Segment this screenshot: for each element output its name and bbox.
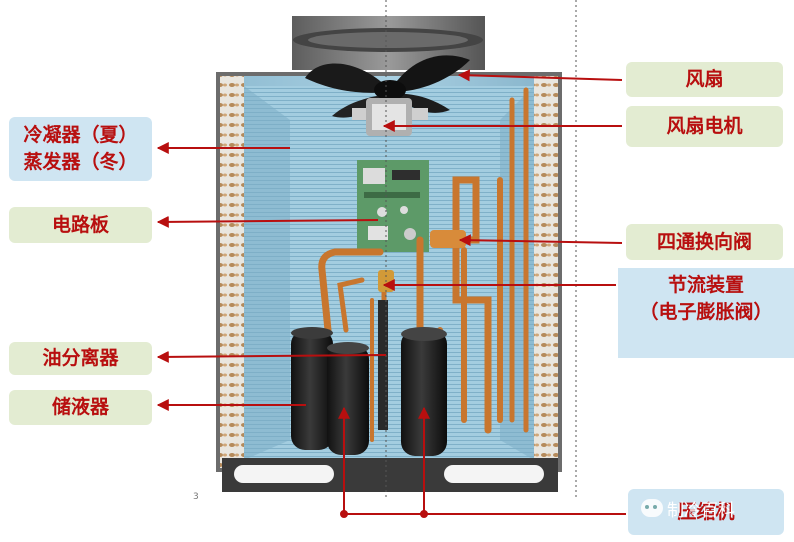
wechat-icon	[641, 499, 663, 517]
label-oil-separator: 油分离器	[9, 342, 152, 375]
page-number: 3	[193, 492, 199, 502]
arrow-circuit-board	[156, 215, 379, 228]
arrow-oil-separator	[156, 350, 387, 363]
watermark: 制冷百科	[641, 496, 735, 521]
label-condenser: 冷凝器（夏） 蒸发器（冬）	[9, 117, 152, 181]
label-receiver: 储液器	[9, 390, 152, 425]
label-compressor-text: 压缩机	[677, 500, 735, 523]
label-throttle-line1: 节流装置	[667, 274, 744, 296]
label-circuit-board: 电路板	[9, 207, 152, 243]
label-fan-motor-text: 风扇电机	[666, 115, 743, 137]
receiver-drum	[291, 327, 333, 450]
cabinet	[216, 72, 562, 472]
label-receiver-text: 储液器	[51, 396, 109, 418]
watermark-text: 制冷百科	[667, 500, 735, 521]
label-circuit-board-text: 电路板	[51, 213, 109, 236]
guide-lines	[385, 0, 577, 500]
label-four-way-valve: 四通换向阀	[626, 224, 783, 260]
pcb	[357, 160, 429, 252]
label-oil-separator-text: 油分离器	[42, 347, 119, 369]
arrow-fan	[457, 69, 623, 82]
compressor-1	[327, 342, 369, 455]
label-condenser-line1: 冷凝器（夏）	[23, 124, 138, 146]
label-four-way-valve-text: 四通换向阀	[656, 230, 752, 253]
four-way-valve-body	[430, 230, 466, 248]
label-fan: 风扇	[626, 62, 783, 97]
arrow-four-way-valve	[458, 234, 623, 247]
oil-separator-body	[378, 300, 388, 430]
label-throttle-line2: （电子膨胀阀）	[639, 301, 773, 323]
compressor-2	[401, 327, 447, 456]
label-fan-text: 风扇	[685, 68, 724, 90]
label-condenser-line2: 蒸发器（冬）	[23, 151, 138, 173]
callout-arrows	[156, 69, 626, 518]
cabinet-base	[222, 458, 558, 492]
label-fan-motor: 风扇电机	[626, 106, 783, 147]
fan-housing	[292, 16, 485, 70]
label-throttle: 节流装置 （电子膨胀阀）	[618, 268, 794, 358]
